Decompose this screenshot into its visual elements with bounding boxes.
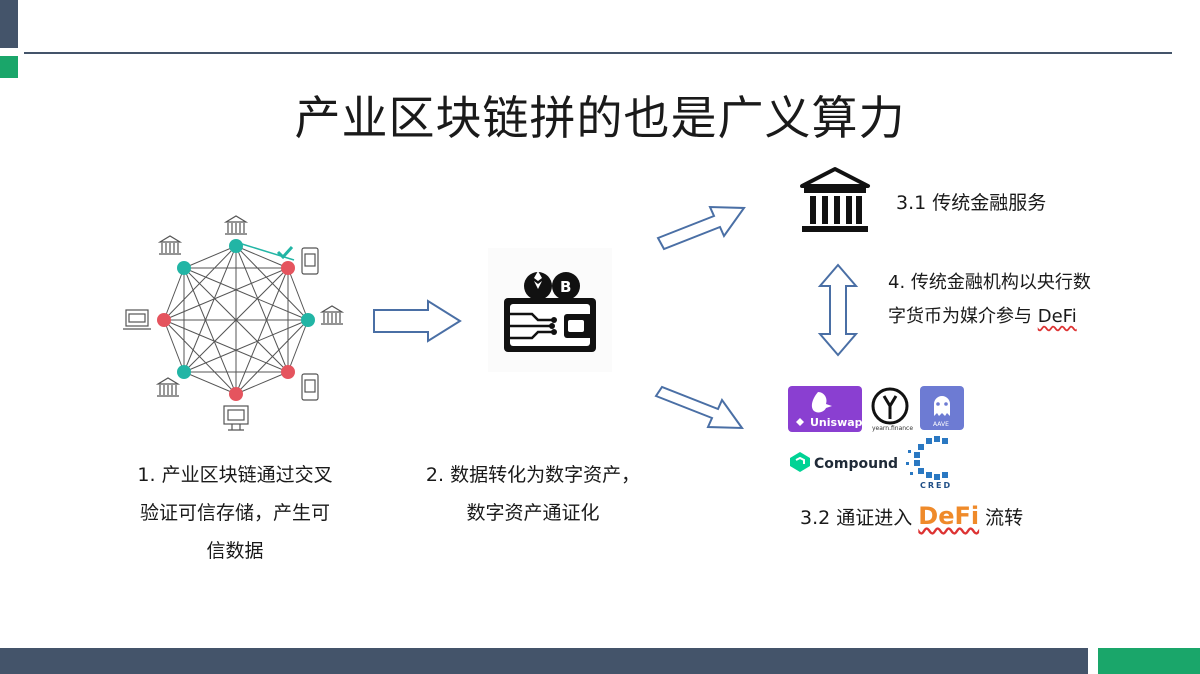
step4-line2: 字货币为媒介参与 DeFi [888, 300, 1138, 334]
footer-green-bar [1098, 648, 1200, 674]
uniswap-logo: Uniswap [788, 386, 863, 432]
step2-line: 数字资产通证化 [466, 502, 600, 524]
top-left-blue-bar [0, 0, 18, 48]
header-rule [24, 52, 1172, 54]
cred-logo: CRED [906, 436, 966, 490]
footer-blue-bar [0, 648, 1088, 674]
step1-line: 信数据 [206, 540, 264, 562]
step1-caption: 1. 产业区块链通过交叉 验证可信存储，产生可 信数据 [110, 456, 360, 570]
blockchain-network-icon [123, 215, 345, 431]
slide-title: 产业区块链拼的也是广义算力 [294, 91, 906, 145]
yearn-logo: yearn.finance [868, 386, 914, 432]
step1-line: 验证可信存储，产生可 [139, 502, 330, 524]
aave-logo: AAVE [920, 386, 964, 430]
step32-defi: DeFi [918, 502, 980, 530]
svg-text:yearn.finance: yearn.finance [872, 425, 913, 432]
svg-text:Compound: Compound [814, 456, 898, 472]
compound-logo: Compound [788, 446, 898, 478]
step32-prefix: 3.2 通证进入 [800, 507, 919, 529]
top-left-green-bar [0, 56, 18, 78]
svg-text:CRED: CRED [920, 481, 952, 490]
step4-line1: 4. 传统金融机构以央行数 [888, 272, 1091, 293]
step4-line2-text: 字货币为媒介参与 [888, 306, 1038, 327]
step2-caption: 2. 数据转化为数字资产， 数字资产通证化 [398, 456, 668, 532]
right-arrow-icon [373, 299, 462, 343]
step1-line: 1. 产业区块链通过交叉 [137, 464, 333, 486]
crypto-wallet-icon: B [488, 248, 612, 372]
down-right-arrow-icon [654, 385, 744, 430]
step4-defi: DeFi [1037, 306, 1077, 327]
step2-line: 2. 数据转化为数字资产， [425, 464, 641, 486]
step32-caption: 3.2 通证进入 DeFi 流转 [800, 502, 1100, 530]
svg-text:AAVE: AAVE [933, 421, 949, 428]
step31-caption: 3.1 传统金融服务 [896, 192, 1047, 214]
svg-text:B: B [560, 278, 571, 296]
up-right-arrow-icon [656, 205, 746, 251]
bank-building-icon [800, 167, 870, 232]
step4-caption: 4. 传统金融机构以央行数 字货币为媒介参与 DeFi [888, 266, 1138, 334]
bidirectional-arrow-icon [817, 263, 859, 357]
step32-suffix: 流转 [979, 507, 1024, 529]
